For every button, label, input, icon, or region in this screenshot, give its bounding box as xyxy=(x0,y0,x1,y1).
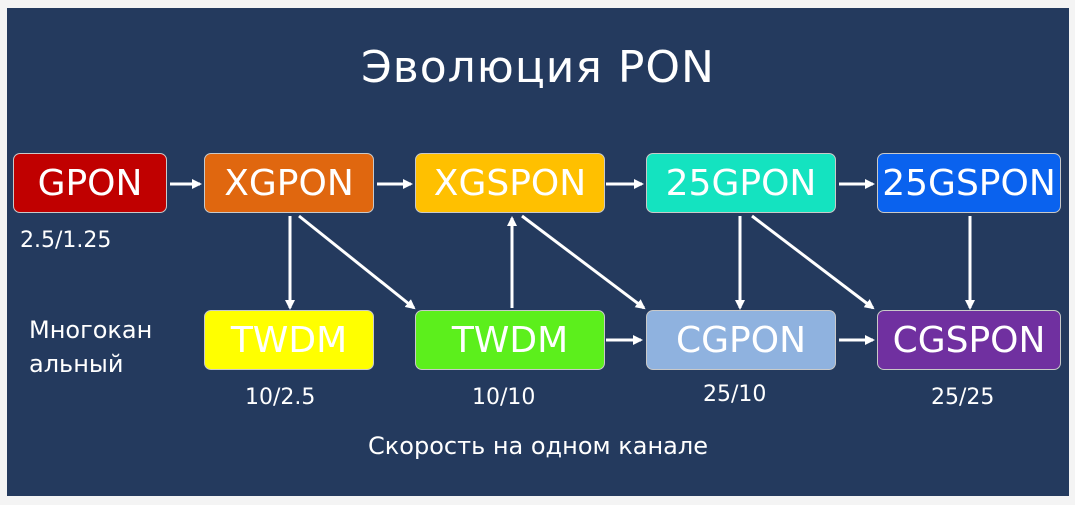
node-25gspon: 25GSPON xyxy=(877,153,1061,213)
node-xgpon: XGPON xyxy=(204,153,374,213)
page-title: Эволюция PON xyxy=(361,42,715,93)
node-xgspon: XGSPON xyxy=(415,153,605,213)
multichannel-line-2: альный xyxy=(29,350,124,378)
arrow-xgspon-cgpon xyxy=(521,214,646,310)
arrows-layer xyxy=(170,179,975,345)
speed-label-cgpon: 25/10 xyxy=(703,382,767,407)
multichannel-label: Многокан альный xyxy=(29,313,152,381)
speed-label-gpon: 2.5/1.25 xyxy=(20,228,112,253)
speed-label-cgspon: 25/25 xyxy=(931,385,995,410)
footer-caption: Скорость на одном канале xyxy=(368,432,708,460)
node-twdm-2: TWDM xyxy=(415,310,605,370)
node-cgspon: CGSPON xyxy=(877,310,1061,370)
node-gpon: GPON xyxy=(13,153,167,213)
multichannel-line-1: Многокан xyxy=(29,316,153,344)
node-twdm-1: TWDM xyxy=(204,310,374,370)
speed-label-twdm-2: 10/10 xyxy=(472,385,536,410)
node-25gpon: 25GPON xyxy=(646,153,836,213)
arrow-xgpon-twdm2 xyxy=(298,214,416,310)
arrow-25gpon-cgspon xyxy=(751,214,875,310)
node-cgpon: CGPON xyxy=(646,310,836,370)
speed-label-twdm-1: 10/2.5 xyxy=(245,385,316,410)
slide: Эволюция PON GPON XGPON XGSPON 25GPON 25… xyxy=(7,8,1069,496)
